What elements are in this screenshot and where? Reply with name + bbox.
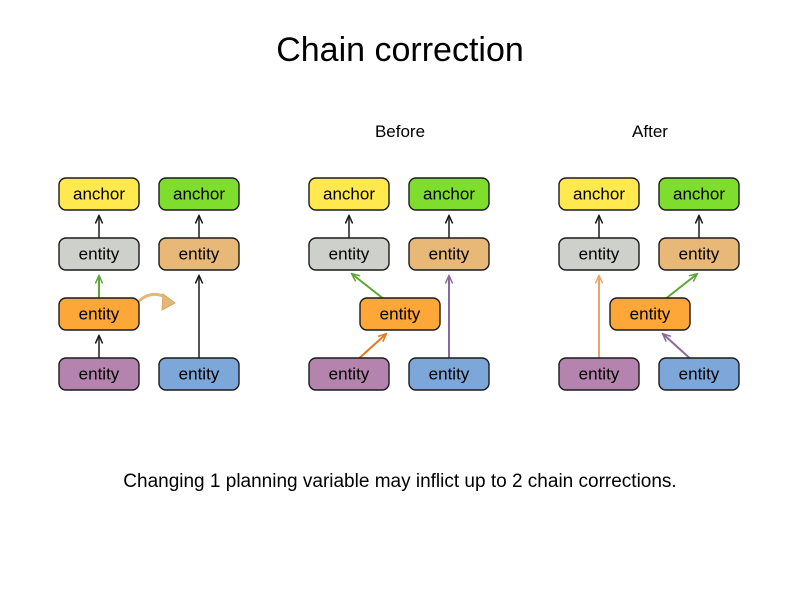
node-label: entity bbox=[179, 364, 220, 383]
node-label: anchor bbox=[673, 184, 725, 203]
node-anchor-yellow[interactable]: anchor bbox=[58, 177, 140, 211]
node-entity-purple[interactable]: entity bbox=[308, 357, 390, 391]
edge-group-overview bbox=[99, 216, 199, 358]
node-entity-grey[interactable]: entity bbox=[558, 237, 640, 271]
node-label: anchor bbox=[173, 184, 225, 203]
node-label: anchor bbox=[573, 184, 625, 203]
node-entity-orange[interactable]: entity bbox=[359, 297, 441, 331]
panel-label-after: After bbox=[632, 122, 668, 141]
node-label: entity bbox=[429, 244, 470, 263]
node-label: anchor bbox=[73, 184, 125, 203]
node-label: entity bbox=[179, 244, 220, 263]
node-label: entity bbox=[679, 244, 720, 263]
slide-caption: Changing 1 planning variable may inflict… bbox=[123, 471, 677, 492]
node-label: entity bbox=[679, 364, 720, 383]
panel-label-before: Before bbox=[374, 122, 426, 141]
node-entity-purple[interactable]: entity bbox=[58, 357, 140, 391]
node-label: entity bbox=[630, 304, 671, 323]
node-entity-blue[interactable]: entity bbox=[658, 357, 740, 391]
edge-group-before bbox=[349, 216, 449, 363]
node-label: anchor bbox=[423, 184, 475, 203]
edge-orange-entity-to-tan-entity bbox=[663, 274, 697, 301]
node-label: entity bbox=[579, 244, 620, 263]
node-label: entity bbox=[380, 304, 421, 323]
node-anchor-green[interactable]: anchor bbox=[658, 177, 740, 211]
node-entity-purple[interactable]: entity bbox=[558, 357, 640, 391]
node-entity-blue[interactable]: entity bbox=[158, 357, 240, 391]
page-title: Chain correction bbox=[276, 31, 524, 69]
node-entity-blue[interactable]: entity bbox=[408, 357, 490, 391]
edge-orange-entity-to-grey-entity bbox=[352, 274, 386, 301]
node-anchor-yellow[interactable]: anchor bbox=[308, 177, 390, 211]
panel-after: anchor anchor entity entity entity entit… bbox=[558, 177, 740, 391]
node-label: entity bbox=[79, 364, 120, 383]
node-anchor-green[interactable]: anchor bbox=[408, 177, 490, 211]
node-entity-grey[interactable]: entity bbox=[58, 237, 140, 271]
node-entity-grey[interactable]: entity bbox=[308, 237, 390, 271]
node-anchor-green[interactable]: anchor bbox=[158, 177, 240, 211]
node-label: entity bbox=[429, 364, 470, 383]
node-entity-tan[interactable]: entity bbox=[408, 237, 490, 271]
node-entity-orange[interactable]: entity bbox=[58, 297, 140, 331]
node-label: entity bbox=[329, 244, 370, 263]
node-entity-tan[interactable]: entity bbox=[158, 237, 240, 271]
panel-before: anchor anchor entity entity entity entit… bbox=[308, 177, 490, 391]
node-entity-tan[interactable]: entity bbox=[658, 237, 740, 271]
panel-overview: anchor anchor entity entity entity entit… bbox=[58, 177, 240, 391]
node-label: entity bbox=[329, 364, 370, 383]
node-entity-orange[interactable]: entity bbox=[609, 297, 691, 331]
node-label: entity bbox=[579, 364, 620, 383]
node-anchor-yellow[interactable]: anchor bbox=[558, 177, 640, 211]
node-label: entity bbox=[79, 304, 120, 323]
node-label: entity bbox=[79, 244, 120, 263]
node-label: anchor bbox=[323, 184, 375, 203]
